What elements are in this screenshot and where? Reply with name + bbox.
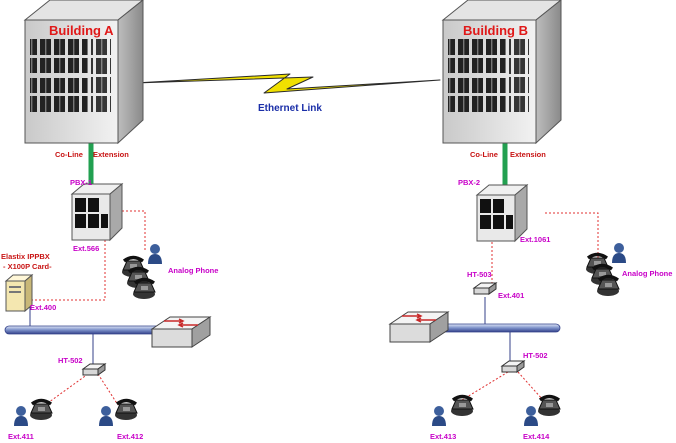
lan-pipe-right <box>429 323 561 333</box>
ext-412-icon <box>99 398 139 426</box>
pbx-1-label: PBX-1 <box>70 178 92 187</box>
ext-414-icon <box>524 394 562 426</box>
elastix-ext-label: Ext.400 <box>30 303 56 312</box>
coline-b-label: Co-Line <box>470 150 498 159</box>
ht-503-icon <box>473 282 497 295</box>
lan-connections <box>29 297 511 364</box>
analog-phone-right-label: Analog Phone <box>622 269 672 278</box>
elastix-card-label: - X100P Card- <box>3 262 52 271</box>
ext-413-icon <box>432 394 475 426</box>
ext-411-label: Ext.411 <box>8 432 34 441</box>
pbx-2-ext-label: Ext.1061 <box>520 235 550 244</box>
ht-503-ext-label: Ext.401 <box>498 291 524 300</box>
extension-b-label: Extension <box>510 150 546 159</box>
switch-right-icon <box>389 311 449 343</box>
analog-phone-right-icon <box>584 243 626 298</box>
pbx-1-ext-label: Ext.566 <box>73 244 99 253</box>
ht-503-label: HT-503 <box>467 270 492 279</box>
pbx-2-icon <box>476 184 528 242</box>
ht-502-left-label: HT-502 <box>58 356 83 365</box>
pbx-2-label: PBX-2 <box>458 178 480 187</box>
elastix-label: Elastix IPPBX <box>1 252 50 261</box>
analog-phone-left-label: Analog Phone <box>168 266 218 275</box>
ext-411-icon <box>14 398 54 426</box>
lan-pipe-left <box>4 325 166 335</box>
ht-502-left-icon <box>82 363 106 376</box>
ethernet-link-bolt <box>134 73 441 94</box>
coline-a-label: Co-Line <box>55 150 83 159</box>
ext-413-label: Ext.413 <box>430 432 456 441</box>
building-b-icon <box>442 0 562 144</box>
analog-phone-left-icon <box>120 244 162 301</box>
ethernet-link-label: Ethernet Link <box>258 103 322 114</box>
ext-414-label: Ext.414 <box>523 432 550 441</box>
server-icon <box>4 273 34 313</box>
building-b-title: Building B <box>463 23 528 38</box>
building-a-title: Building A <box>49 23 114 38</box>
extension-a-label: Extension <box>93 150 129 159</box>
pbx-1-icon <box>71 183 123 241</box>
ht-502-right-label: HT-502 <box>523 351 548 360</box>
building-a-icon <box>24 0 144 144</box>
ext-412-label: Ext.412 <box>117 432 143 441</box>
ht-502-right-icon <box>501 360 525 373</box>
switch-left-icon <box>151 316 211 348</box>
